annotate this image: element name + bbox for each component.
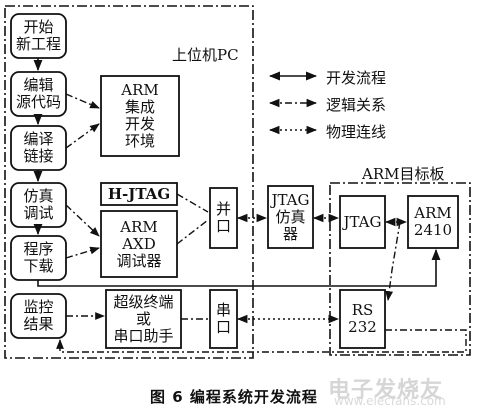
compile-link-label: 编译链接 — [23, 130, 54, 165]
pc-region-label: 上位机PC — [172, 46, 239, 64]
simulate-debug-label: 仿真调试 — [23, 187, 54, 222]
logic-link — [176, 193, 209, 213]
logic-link — [65, 246, 100, 259]
serial-port-label: 串口 — [215, 301, 231, 336]
pc-region — [4, 5, 254, 359]
legend-dev-flow: 开发流程 — [326, 69, 387, 87]
logic-link — [176, 219, 209, 245]
start-project-label: 开始新工程 — [15, 18, 61, 53]
board-jtag-label: JTAG — [343, 212, 382, 231]
legend-physical: 物理连线 — [326, 123, 387, 141]
terminal-box[interactable] — [105, 289, 182, 349]
watermark-logo: 电子发烧友 — [328, 378, 444, 403]
logic-link — [56, 329, 467, 353]
arm2410-box[interactable] — [407, 195, 459, 249]
legend-logic: 逻辑关系 — [326, 96, 387, 114]
edit-source-label: 编辑源代码 — [15, 76, 61, 111]
logic-link — [385, 221, 401, 301]
figure-caption: 图 6 编程系统开发流程 — [150, 388, 318, 406]
watermark-url: www.elecfans.com — [334, 394, 446, 408]
logic-link — [65, 204, 100, 237]
target-board-label: ARM目标板 — [362, 165, 445, 183]
logic-link — [65, 123, 100, 149]
monitor-result-label: 监控结果 — [23, 298, 54, 333]
terminal-label: 超级终端或串口助手 — [113, 292, 174, 345]
target-board-region — [329, 182, 471, 356]
parallel-port-label: 并口 — [215, 200, 231, 235]
program-download-label: 程序下载 — [23, 240, 54, 275]
rs232-box[interactable] — [339, 289, 386, 349]
arm-ide-box[interactable] — [100, 75, 180, 157]
board-jtag-box[interactable] — [339, 195, 386, 249]
hjtag-label: H-JTAG — [107, 184, 171, 203]
logic-link — [65, 93, 100, 109]
flow-arrow — [37, 248, 441, 287]
